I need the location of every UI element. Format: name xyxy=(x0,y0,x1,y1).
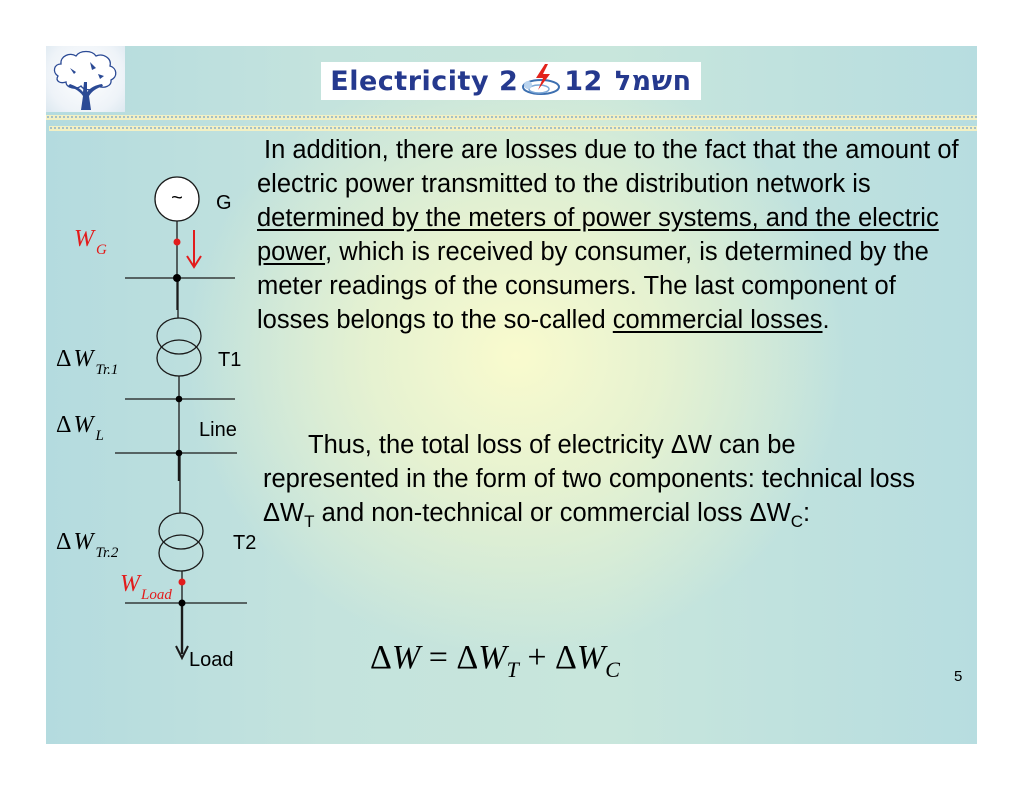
junction-dot-bus-3 xyxy=(175,449,183,457)
body-text: In addition, there are losses due to the… xyxy=(257,133,972,530)
underlined-meters-phrase: determined by the meters of power system… xyxy=(257,204,939,266)
wg-meter-point xyxy=(173,238,181,246)
logo xyxy=(46,46,125,112)
t2-label: T2 xyxy=(233,532,256,554)
paragraph-total-loss: Thus, the total loss of electricity ΔW c… xyxy=(263,431,916,531)
generator-symbol xyxy=(154,176,200,222)
line-label: Line xyxy=(199,419,237,441)
power-flow-arrow-icon xyxy=(186,255,202,269)
junction-dot-bus-1 xyxy=(173,274,181,282)
load-arrow-icon xyxy=(175,645,189,661)
header-separator-bottom xyxy=(49,126,977,131)
t1-label: T1 xyxy=(218,349,241,371)
wload-meter-point xyxy=(178,578,186,586)
banner-hebrew-title: חשמל xyxy=(614,65,692,97)
generator-tilde: ~ xyxy=(171,187,183,209)
slide: Electricity 2 12 חשמל xyxy=(46,46,977,744)
banner-year-suffix: 12 xyxy=(564,65,603,97)
tree-logo-icon xyxy=(53,50,117,110)
wload-label: WLoad xyxy=(120,571,172,603)
generator-label: G xyxy=(216,192,232,214)
page-number: 5 xyxy=(954,668,963,685)
banner-title: Electricity 2 xyxy=(330,65,519,97)
t2-winding-primary xyxy=(158,512,204,550)
t1-winding-primary xyxy=(156,317,202,355)
header-separator-top xyxy=(46,115,977,120)
junction-dot-bus-4 xyxy=(178,599,186,607)
lightning-bolt-icon xyxy=(519,63,563,99)
underlined-commercial-losses: commercial losses xyxy=(612,306,823,334)
load-label: Load xyxy=(189,649,234,671)
paragraph-commercial-losses: In addition, there are losses due to the… xyxy=(257,136,959,334)
junction-dot-bus-2 xyxy=(175,395,183,403)
event-banner: Electricity 2 12 חשמל xyxy=(321,62,701,100)
t1-winding-secondary xyxy=(156,339,202,377)
loss-formula: ΔW = ΔWT + ΔWC xyxy=(370,639,620,682)
t2-winding-secondary xyxy=(158,534,204,572)
